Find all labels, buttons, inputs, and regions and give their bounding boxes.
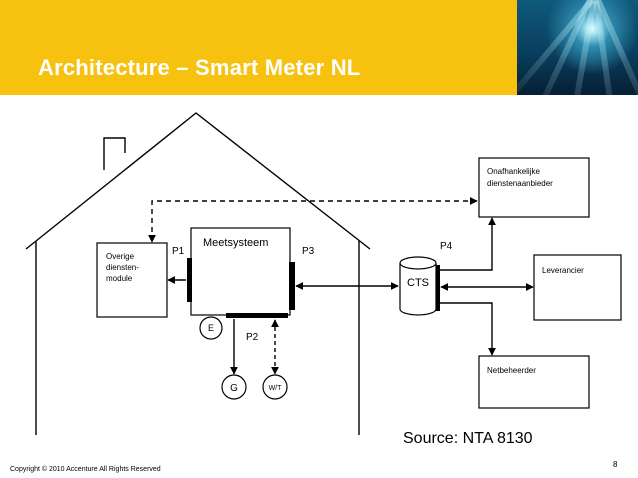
p3-label: P3 (302, 246, 315, 257)
onafhankelijke-label-line2: dienstenaanbieder (487, 179, 553, 188)
meetsysteem-label: Meetsysteem (203, 237, 268, 249)
onafhankelijke-dienstenaanbieder-box (478, 157, 590, 218)
arrow-p4-to-netbeheerder (440, 302, 496, 356)
overige-label-line3: module (106, 274, 133, 283)
netbeheerder-label: Netbeheerder (487, 366, 536, 375)
port-p3-bar (289, 262, 295, 310)
underwater-sunlight-photo (517, 0, 638, 95)
dashed-arrow-onafhankelijke-to-overige (148, 197, 478, 243)
arrow-p4-to-onafhankelijke (440, 217, 496, 271)
p4-label: P4 (440, 241, 453, 252)
slide-title: Architecture – Smart Meter NL (38, 55, 361, 80)
e-meter-circle (199, 316, 223, 340)
source-caption: Source: NTA 8130 (403, 430, 533, 447)
leverancier-box (533, 254, 622, 321)
e-label: E (208, 323, 214, 333)
overige-label-line1: Overige (106, 252, 135, 261)
cts-cylinder (399, 256, 437, 316)
leverancier-label: Leverancier (542, 266, 584, 275)
netbeheerder-box (478, 355, 590, 409)
smart-meter-architecture-diagram: Overige diensten- module Meetsysteem P1 … (25, 112, 622, 435)
g-meter-circle (221, 374, 247, 400)
port-p2-bar (226, 313, 288, 318)
onafhankelijke-label-line1: Onafhankelijke (487, 167, 540, 176)
house-outline (25, 112, 371, 435)
chimney (103, 137, 126, 170)
wt-label: W/T (269, 385, 283, 392)
g-label: G (230, 383, 238, 394)
port-p1-bar (187, 258, 192, 302)
page-number: 8 (613, 460, 618, 469)
port-p4-bar (435, 265, 440, 311)
wt-meter-circle (262, 374, 288, 400)
overige-dienstenmodule-box (96, 242, 168, 318)
copyright-footer: Copyright © 2010 Accenture All Rights Re… (10, 466, 161, 473)
p2-label: P2 (246, 332, 259, 343)
p1-label: P1 (172, 246, 185, 257)
overige-label-line2: diensten- (106, 263, 139, 272)
cts-label: CTS (407, 277, 429, 289)
